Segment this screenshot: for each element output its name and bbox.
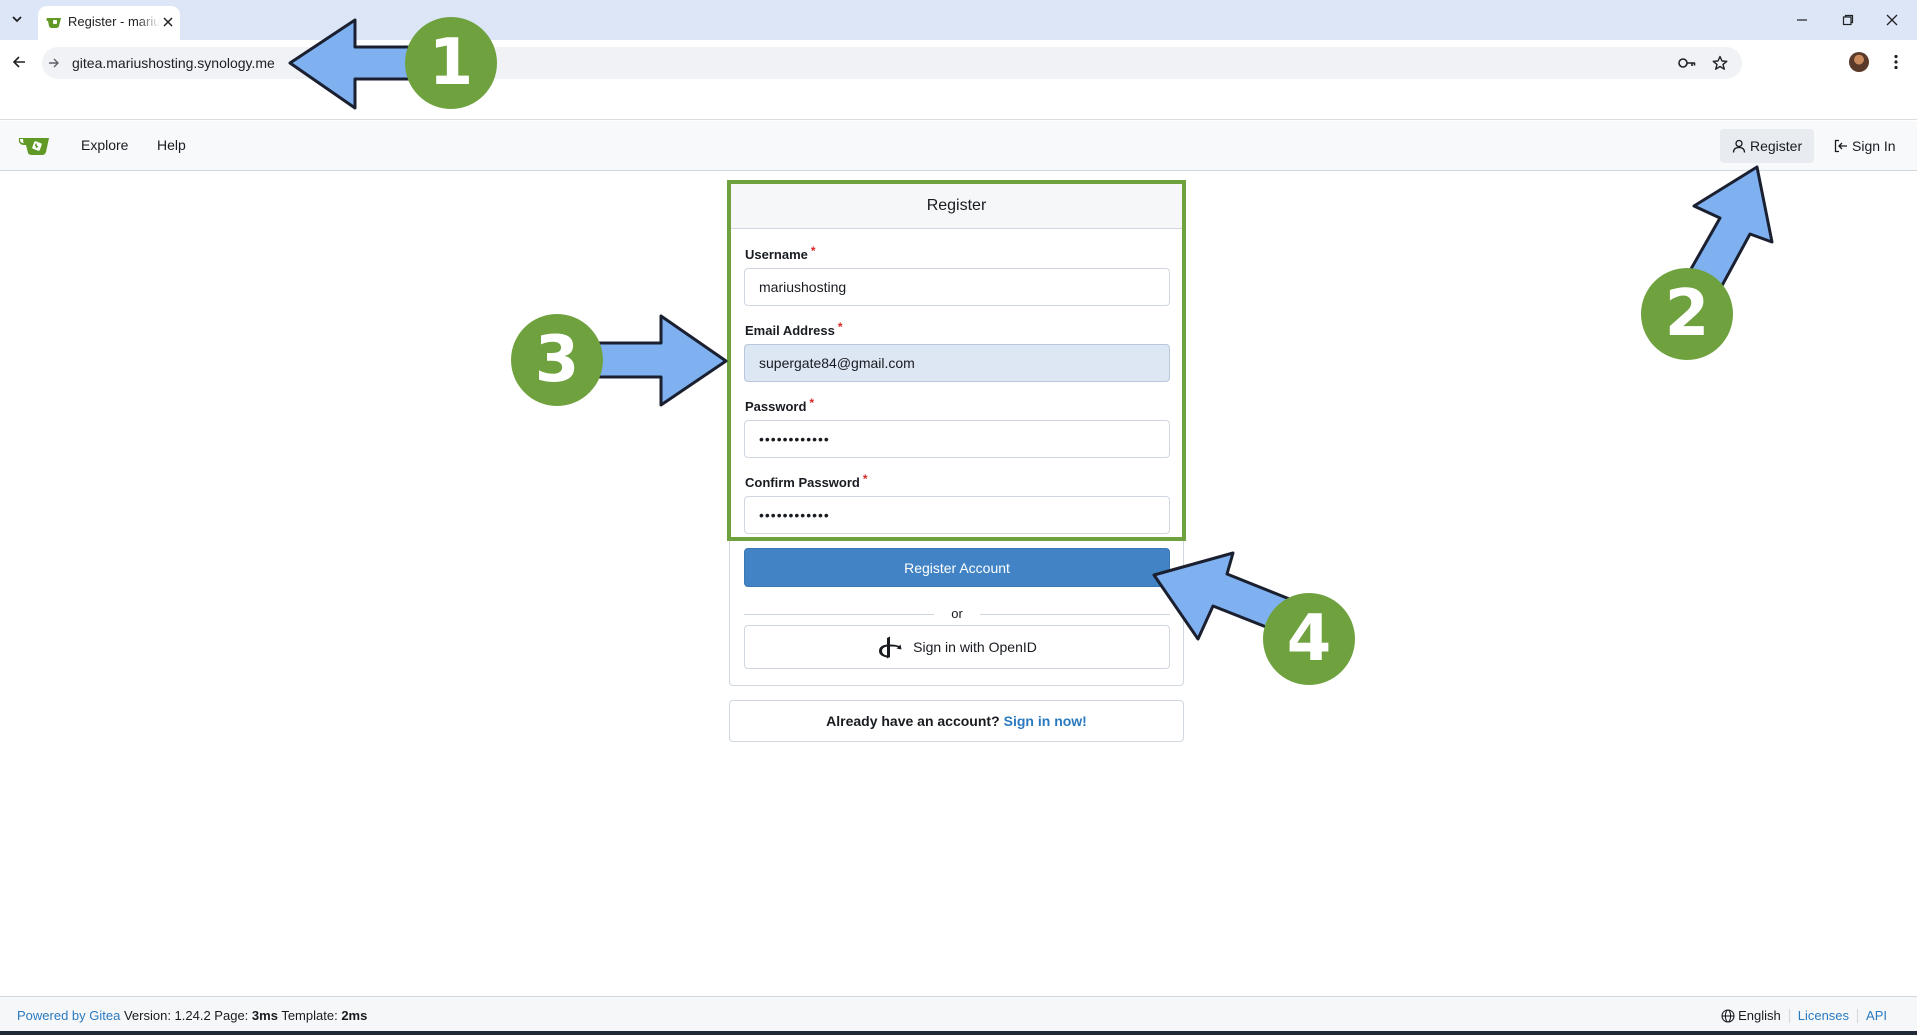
minimize-icon[interactable] xyxy=(1790,8,1814,32)
openid-icon xyxy=(879,636,902,659)
step-badge-2: 2 xyxy=(1641,268,1733,360)
version-text: Version: 1.24.2 Page: xyxy=(123,1008,249,1023)
api-link[interactable]: API xyxy=(1866,1008,1887,1023)
required-asterisk: * xyxy=(837,320,843,334)
register-form-card: Register Username* Email Address* Passwo… xyxy=(729,182,1184,686)
browser-menu-kebab-icon[interactable] xyxy=(1884,50,1908,74)
gitea-footer: Powered by Gitea Version: 1.24.2 Page: 3… xyxy=(0,996,1917,1031)
confirm-password-label: Confirm Password* xyxy=(745,472,868,490)
username-label: Username* xyxy=(745,244,816,262)
openid-label: Sign in with OpenID xyxy=(913,639,1037,655)
sign-in-icon xyxy=(1834,139,1847,153)
restore-icon[interactable] xyxy=(1836,8,1860,32)
language-selector[interactable]: English xyxy=(1721,1008,1781,1023)
browser-tab-active[interactable]: Register - mariushosting xyxy=(38,6,180,40)
required-asterisk: * xyxy=(809,396,815,410)
arrow-1-icon xyxy=(288,18,422,110)
sign-in-now-link[interactable]: Sign in now! xyxy=(1003,713,1087,729)
template-label: Template: xyxy=(281,1008,338,1023)
browser-tabstrip: Register - mariushosting xyxy=(0,0,1917,40)
register-account-button[interactable]: Register Account xyxy=(744,548,1170,587)
or-divider-text: or xyxy=(951,606,963,621)
nav-sign-in-label: Sign In xyxy=(1852,138,1896,154)
signin-prompt: Already have an account? Sign in now! xyxy=(729,700,1184,742)
confirm-password-input[interactable] xyxy=(744,496,1170,534)
step-badge-1: 1 xyxy=(405,17,497,109)
url-text[interactable]: gitea.mariushosting.synology.me xyxy=(72,55,275,71)
nav-sign-in-button[interactable]: Sign In xyxy=(1822,129,1908,163)
nav-register-label: Register xyxy=(1750,138,1803,154)
back-arrow-icon[interactable] xyxy=(7,50,31,74)
tab-search-chevron-icon[interactable] xyxy=(6,8,28,30)
openid-sign-in-button[interactable]: Sign in with OpenID xyxy=(744,625,1170,669)
or-divider: or xyxy=(744,606,1170,622)
template-time: 2ms xyxy=(341,1008,368,1023)
step-badge-4: 4 xyxy=(1263,593,1355,685)
gitea-logo-icon[interactable] xyxy=(18,134,50,161)
step-badge-3: 3 xyxy=(511,314,603,406)
profile-avatar[interactable] xyxy=(1849,52,1869,72)
password-input[interactable] xyxy=(744,420,1170,458)
footer-version-info: Powered by Gitea Version: 1.24.2 Page: 3… xyxy=(17,1008,367,1023)
bookmark-star-icon[interactable] xyxy=(1710,53,1730,73)
username-input[interactable] xyxy=(744,268,1170,306)
gitea-navbar: Explore Help Register Sign In xyxy=(0,121,1917,171)
globe-icon xyxy=(1721,1008,1735,1023)
required-asterisk: * xyxy=(862,472,868,486)
password-key-icon[interactable] xyxy=(1677,53,1697,73)
tab-title: Register - mariushosting xyxy=(68,14,160,29)
nav-register-button[interactable]: Register xyxy=(1720,129,1815,163)
nav-help-link[interactable]: Help xyxy=(157,137,186,153)
password-label: Password* xyxy=(745,396,815,414)
forward-arrow-icon[interactable] xyxy=(44,53,64,73)
taskbar-edge xyxy=(0,1031,1917,1035)
tab-close-icon[interactable] xyxy=(160,14,176,30)
register-form-title: Register xyxy=(730,183,1183,229)
arrow-3-icon xyxy=(594,314,728,407)
footer-links: English Licenses API xyxy=(1721,1008,1887,1023)
page-time: 3ms xyxy=(251,1008,278,1023)
nav-explore-link[interactable]: Explore xyxy=(81,137,129,153)
person-icon xyxy=(1732,139,1746,153)
email-input[interactable] xyxy=(744,344,1170,382)
close-window-icon[interactable] xyxy=(1880,8,1904,32)
required-asterisk: * xyxy=(810,244,816,258)
powered-by-gitea-link[interactable]: Powered by Gitea xyxy=(17,1008,121,1023)
email-label: Email Address* xyxy=(745,320,843,338)
language-label: English xyxy=(1738,1008,1781,1023)
licenses-link[interactable]: Licenses xyxy=(1797,1008,1850,1023)
form-highlight-box xyxy=(727,180,1186,541)
gitea-favicon-icon xyxy=(46,15,62,34)
signin-prompt-text: Already have an account? xyxy=(826,713,1000,729)
